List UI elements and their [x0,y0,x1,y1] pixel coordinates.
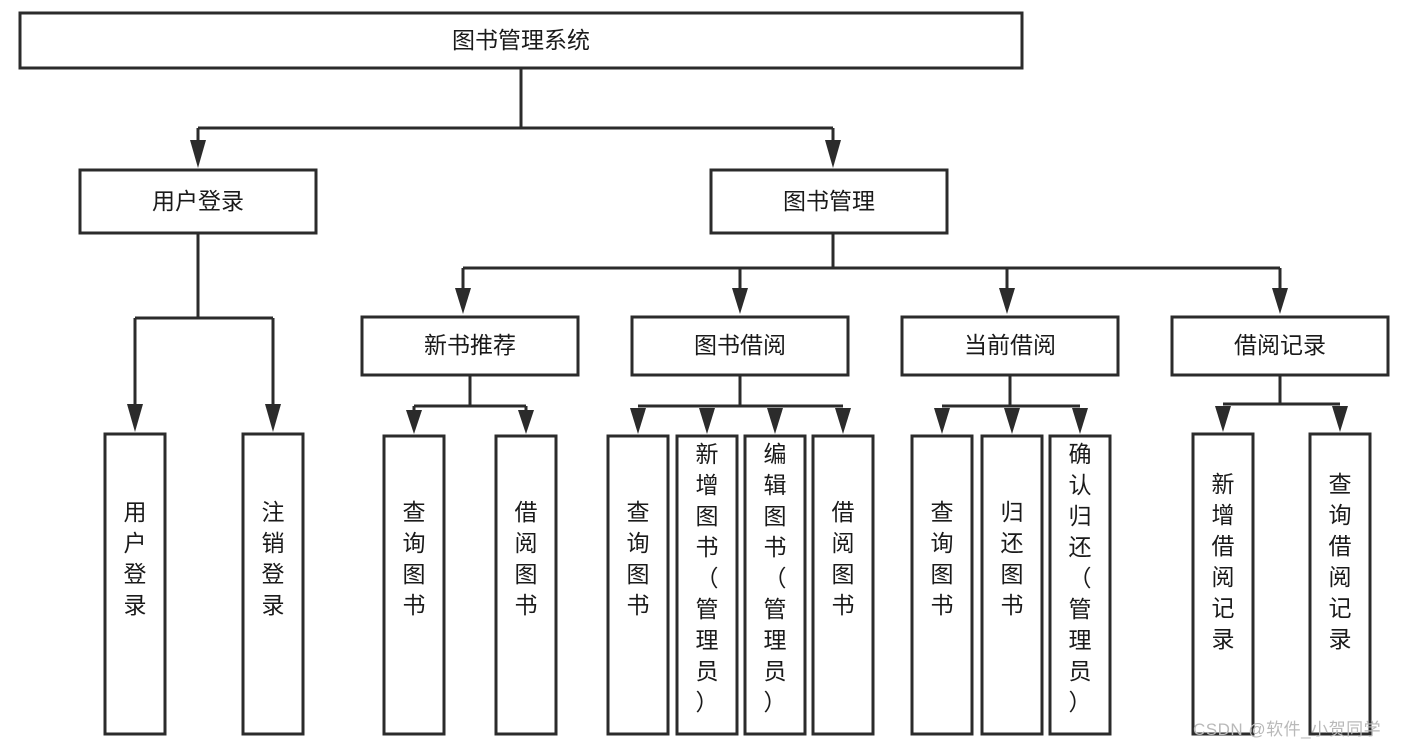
leaf-borrow-record-add[interactable]: 新增借阅记录 [1191,432,1255,736]
leaf-current-borrow-return-label: 归还图书 [1001,499,1024,618]
connectors-book-manage-to-level2 [455,233,1288,314]
arrow-head-cb-leaf-3 [1072,408,1088,434]
arrow-head-borrow-record [1272,288,1288,314]
node-book-manage-box[interactable] [709,168,949,235]
leaf-book-borrow-borrow[interactable]: 借阅图书 [811,434,875,736]
leaf-book-borrow-borrow-box[interactable] [811,434,875,736]
node-book-manage[interactable]: 图书管理 [709,168,949,235]
connectors-borrow-record-to-leaves [1215,375,1348,432]
node-user-login[interactable]: 用户登录 [78,168,318,235]
leaf-current-borrow-query-label: 查询图书 [931,499,954,618]
leaf-new-book-borrow[interactable]: 借阅图书 [494,434,558,736]
leaf-borrow-record-query-box[interactable] [1308,432,1372,736]
arrow-head-br-leaf-2 [1332,406,1348,432]
connectors-book-borrow-to-leaves [630,375,851,434]
arrow-head-cb-leaf-2 [1004,408,1020,434]
leaf-current-borrow-confirm-label: 确认归还（管理员） [1069,441,1092,715]
arrow-head-leaf-logout [265,404,281,432]
leaf-book-borrow-query-box[interactable] [606,434,670,736]
node-root-system-box[interactable] [18,11,1024,70]
node-book-borrow-label: 图书借阅 [694,332,786,358]
leaf-current-borrow-query-box[interactable] [910,434,974,736]
leaf-book-borrow-borrow-label: 借阅图书 [832,499,855,618]
arrow-head-book-manage [825,140,841,168]
leaf-user-login-logout-box[interactable] [241,432,305,736]
leaf-new-book-query-box[interactable] [382,434,446,736]
node-borrow-record-label: 借阅记录 [1234,332,1326,358]
leaf-user-login-login[interactable]: 用户登录 [103,432,167,736]
leaf-borrow-record-add-box[interactable] [1191,432,1255,736]
connectors-root-to-level1 [190,68,841,168]
arrow-head-current-borrow [999,288,1015,314]
leaf-book-borrow-query-label: 查询图书 [627,499,650,618]
connectors-new-book-to-leaves [406,375,534,434]
leaf-borrow-record-query[interactable]: 查询借阅记录 [1308,432,1372,736]
node-new-book-recommend-label: 新书推荐 [424,332,516,358]
leaf-borrow-record-query-label: 查询借阅记录 [1329,471,1352,652]
leaf-new-book-borrow-box[interactable] [494,434,558,736]
node-new-book-recommend-box[interactable] [360,315,580,377]
leaf-current-borrow-return-box[interactable] [980,434,1044,736]
leaf-book-borrow-add-label: 新增图书（管理员） [696,441,719,715]
arrow-head-new-book [455,288,471,314]
node-current-borrow-label: 当前借阅 [964,332,1056,358]
node-current-borrow-box[interactable] [900,315,1120,377]
leaf-current-borrow-confirm-box[interactable] [1048,434,1112,736]
node-new-book-recommend[interactable]: 新书推荐 [360,315,580,377]
node-user-login-label: 用户登录 [152,188,244,214]
leaf-current-borrow-return[interactable]: 归还图书 [980,434,1044,736]
leaf-book-borrow-edit-label: 编辑图书（管理员） [764,441,787,715]
leaf-book-borrow-query[interactable]: 查询图书 [606,434,670,736]
leaf-current-borrow-query[interactable]: 查询图书 [910,434,974,736]
node-borrow-record-box[interactable] [1170,315,1390,377]
leaf-new-book-borrow-label: 借阅图书 [515,499,538,618]
leaf-user-login-logout-label: 注销登录 [262,499,285,618]
arrow-head-nb-leaf-2 [518,410,534,434]
arrow-head-leaf-user-login [127,404,143,432]
node-root-system-label: 图书管理系统 [452,27,590,53]
watermark-label: CSDN @软件_小贺同学 [1193,720,1382,739]
connectors-current-borrow-to-leaves [934,375,1088,434]
leaf-user-login-login-label: 用户登录 [124,499,147,618]
arrow-head-book-borrow [732,288,748,314]
connectors-user-login-to-leaves [127,233,281,432]
leaf-new-book-query[interactable]: 查询图书 [382,434,446,736]
node-book-manage-label: 图书管理 [783,188,875,214]
node-borrow-record[interactable]: 借阅记录 [1170,315,1390,377]
leaf-book-borrow-edit[interactable]: 编辑图书（管理员） [743,434,807,736]
node-current-borrow[interactable]: 当前借阅 [900,315,1120,377]
node-book-borrow-box[interactable] [630,315,850,377]
arrow-head-br-leaf-1 [1215,406,1231,432]
leaf-book-borrow-edit-box[interactable] [743,434,807,736]
leaf-book-borrow-add-box[interactable] [675,434,739,736]
node-book-borrow[interactable]: 图书借阅 [630,315,850,377]
leaf-user-login-login-box[interactable] [103,432,167,736]
arrow-head-bb-leaf-1 [630,408,646,434]
node-root-system[interactable]: 图书管理系统 [18,11,1024,70]
leaf-current-borrow-confirm[interactable]: 确认归还（管理员） [1048,434,1112,736]
arrow-head-cb-leaf-1 [934,408,950,434]
leaf-new-book-query-label: 查询图书 [403,499,426,618]
leaf-book-borrow-add[interactable]: 新增图书（管理员） [675,434,739,736]
arrow-head-user-login [190,140,206,168]
node-user-login-box[interactable] [78,168,318,235]
leaf-borrow-record-add-label: 新增借阅记录 [1212,471,1235,652]
arrow-head-bb-leaf-2 [699,408,715,434]
arrow-head-bb-leaf-3 [767,408,783,434]
leaf-user-login-logout[interactable]: 注销登录 [241,432,305,736]
arrow-head-bb-leaf-4 [835,408,851,434]
arrow-head-nb-leaf-1 [406,410,422,434]
